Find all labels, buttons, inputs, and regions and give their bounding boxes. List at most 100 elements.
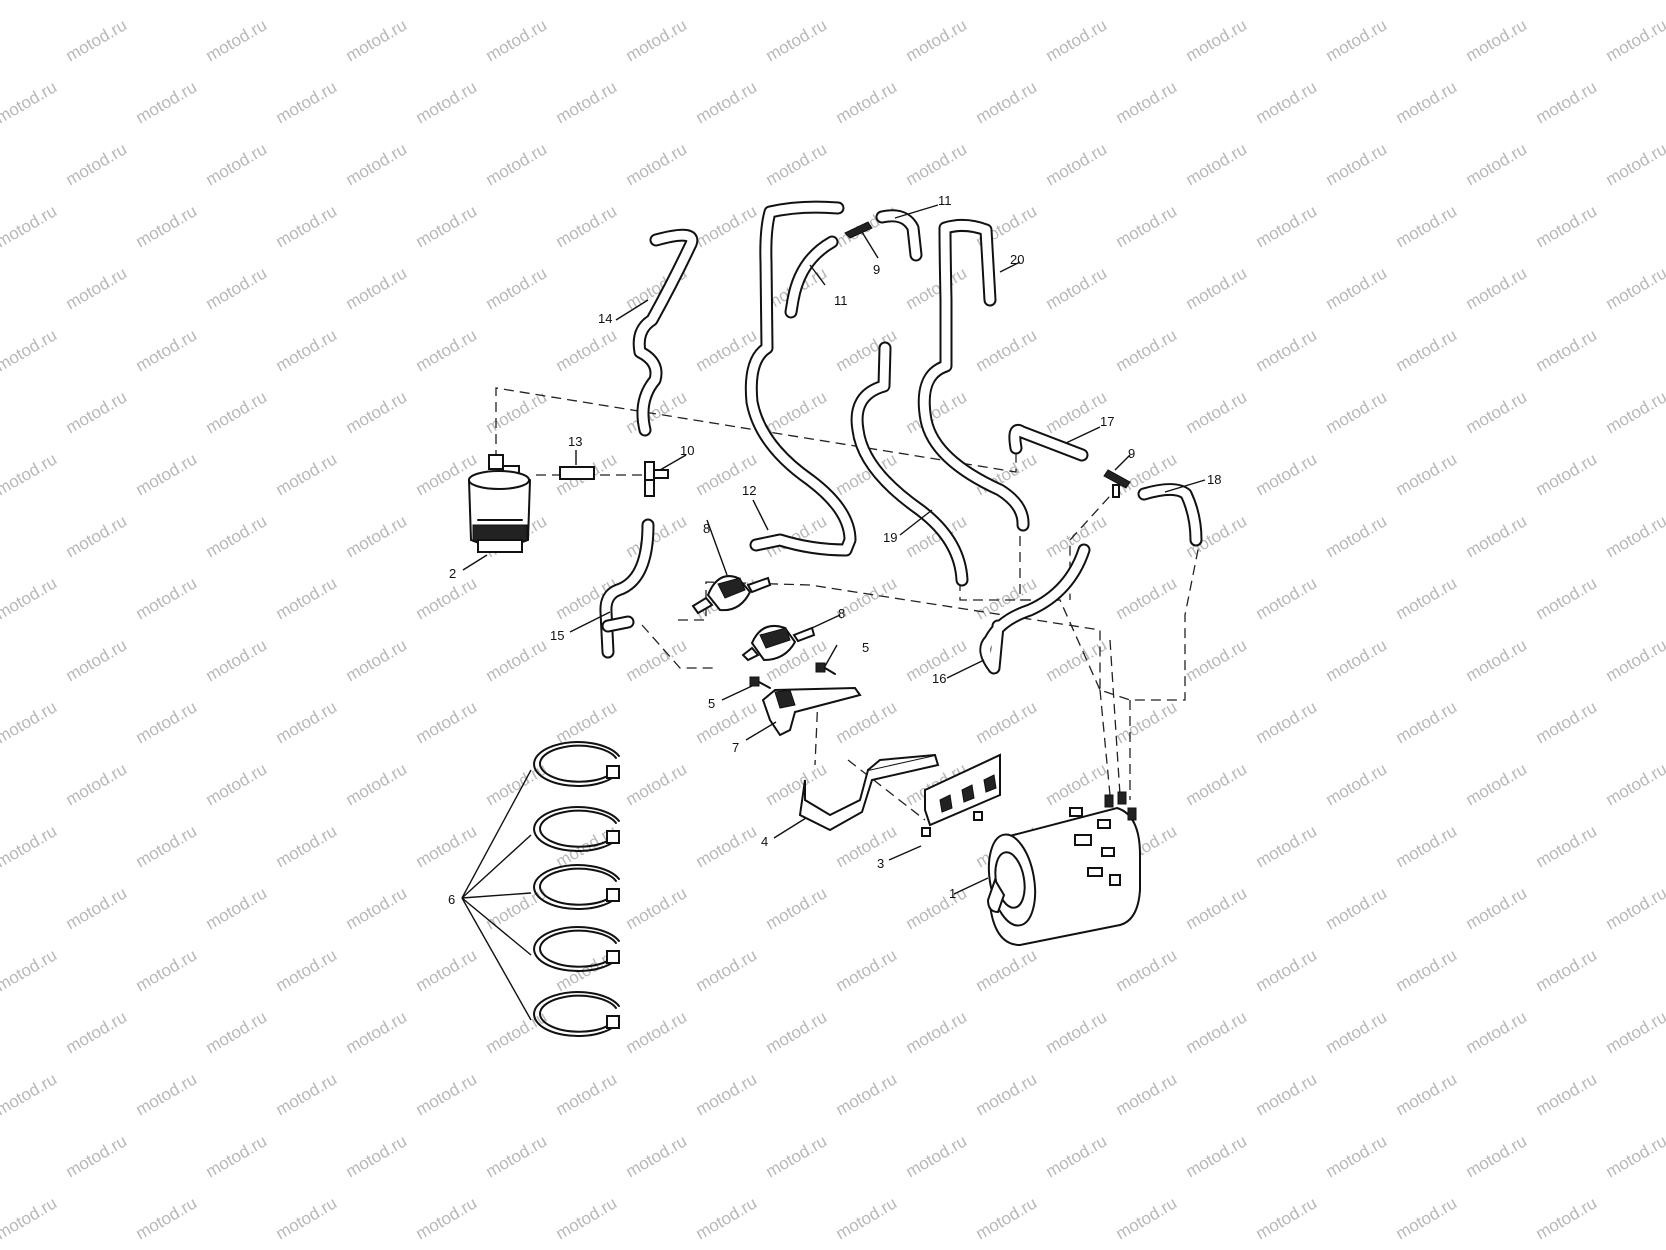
watermark-text: motod.ru	[1393, 449, 1461, 499]
clip-leader-line	[461, 834, 532, 899]
callout-3: 3	[877, 856, 884, 871]
watermark-text: motod.ru	[1463, 387, 1531, 437]
watermark-text: motod.ru	[413, 697, 481, 747]
watermark-text: motod.ru	[343, 139, 411, 189]
watermark-text: motod.ru	[1323, 387, 1391, 437]
watermark-text: motod.ru	[1533, 945, 1601, 995]
callout-8-lower: 8	[838, 606, 845, 621]
callout-7: 7	[732, 740, 739, 755]
watermark-text: motod.ru	[203, 511, 271, 561]
watermark-text: motod.ru	[1603, 1131, 1666, 1181]
watermark-text: motod.ru	[0, 945, 60, 995]
watermark-text: motod.ru	[343, 387, 411, 437]
watermark-text: motod.ru	[0, 0, 60, 3]
watermark-text: motod.ru	[1183, 1007, 1251, 1057]
clip-3	[533, 864, 620, 911]
watermark-text: motod.ru	[553, 1069, 621, 1119]
clip-leader-line	[461, 769, 532, 899]
callout-4: 4	[761, 834, 768, 849]
watermark-text: motod.ru	[63, 511, 131, 561]
watermark-text: motod.ru	[763, 139, 831, 189]
clip-band-inner	[539, 994, 617, 1033]
watermark-text: motod.ru	[693, 0, 761, 3]
watermark-text: motod.ru	[63, 883, 131, 933]
watermark-text: motod.ru	[133, 0, 201, 3]
watermark-text: motod.ru	[343, 1131, 411, 1181]
watermark-text: motod.ru	[1533, 77, 1601, 127]
watermark-text: motod.ru	[63, 759, 131, 809]
callout-5-left: 5	[708, 696, 715, 711]
watermark-text: motod.ru	[1043, 1007, 1111, 1057]
callout-11-lower: 11	[834, 293, 848, 308]
watermark-text: motod.ru	[133, 573, 201, 623]
watermark-text: motod.ru	[903, 15, 971, 65]
watermark-text: motod.ru	[63, 1007, 131, 1057]
watermark-text: motod.ru	[133, 821, 201, 871]
watermark-text: motod.ru	[833, 1069, 901, 1119]
callout-17: 17	[1100, 414, 1114, 429]
watermark-text: motod.ru	[203, 635, 271, 685]
watermark-text: motod.ru	[1323, 15, 1391, 65]
watermark-text: motod.ru	[1603, 1007, 1666, 1057]
watermark-text: motod.ru	[1323, 139, 1391, 189]
watermark-text: motod.ru	[1603, 15, 1666, 65]
watermark-text: motod.ru	[413, 325, 481, 375]
watermark-text: motod.ru	[413, 1193, 481, 1243]
watermark-text: motod.ru	[1533, 449, 1601, 499]
watermark-text: motod.ru	[1463, 139, 1531, 189]
watermark-text: motod.ru	[553, 1193, 621, 1243]
watermark-text: motod.ru	[623, 883, 691, 933]
watermark-text: motod.ru	[1253, 821, 1321, 871]
watermark-text: motod.ru	[833, 945, 901, 995]
callout-13: 13	[568, 434, 582, 449]
watermark-text: motod.ru	[623, 1131, 691, 1181]
watermark-text: motod.ru	[1533, 1193, 1601, 1243]
clip-5	[533, 991, 620, 1038]
watermark-text: motod.ru	[203, 1007, 271, 1057]
watermark-text: motod.ru	[1533, 573, 1601, 623]
watermark-text: motod.ru	[343, 759, 411, 809]
watermark-text: motod.ru	[273, 821, 341, 871]
clip-leader-line	[461, 897, 532, 956]
watermark-text: motod.ru	[273, 325, 341, 375]
clip-band-inner	[539, 744, 617, 783]
clip-leader-line	[461, 892, 532, 899]
watermark-text: motod.ru	[1253, 573, 1321, 623]
part-4-bracket	[798, 753, 940, 832]
watermark-text: motod.ru	[1603, 635, 1666, 685]
callout-16: 16	[932, 671, 946, 686]
watermark-text: motod.ru	[413, 821, 481, 871]
watermark-text: motod.ru	[763, 1131, 831, 1181]
watermark-text: motod.ru	[1183, 759, 1251, 809]
watermark-text: motod.ru	[1253, 77, 1321, 127]
clip-leader-line	[461, 897, 532, 1021]
watermark-text: motod.ru	[903, 139, 971, 189]
watermark-text: motod.ru	[973, 1069, 1041, 1119]
watermark-text: motod.ru	[483, 635, 551, 685]
watermark-text: motod.ru	[1253, 0, 1321, 3]
callout-1: 1	[949, 886, 956, 901]
watermark-text: motod.ru	[693, 1193, 761, 1243]
part-9-10-connectors	[644, 221, 1131, 498]
watermark-text: motod.ru	[1533, 325, 1601, 375]
watermark-text: motod.ru	[0, 325, 60, 375]
clip-lock	[606, 830, 620, 844]
watermark-text: motod.ru	[833, 697, 901, 747]
watermark-text: motod.ru	[973, 325, 1041, 375]
watermark-text: motod.ru	[1183, 15, 1251, 65]
watermark-text: motod.ru	[203, 263, 271, 313]
watermark-text: motod.ru	[273, 449, 341, 499]
watermark-text: motod.ru	[903, 1131, 971, 1181]
callout-19: 19	[883, 530, 897, 545]
watermark-text: motod.ru	[1253, 1069, 1321, 1119]
watermark-text: motod.ru	[1393, 945, 1461, 995]
clip-2	[533, 806, 620, 853]
watermark-text: motod.ru	[1253, 1193, 1321, 1243]
watermark-text: motod.ru	[1183, 263, 1251, 313]
watermark-text: motod.ru	[1253, 325, 1321, 375]
watermark-text: motod.ru	[1533, 697, 1601, 747]
watermark-text: motod.ru	[203, 883, 271, 933]
watermark-text: motod.ru	[273, 573, 341, 623]
part-7-bracket	[761, 686, 862, 737]
callout-18: 18	[1207, 472, 1221, 487]
